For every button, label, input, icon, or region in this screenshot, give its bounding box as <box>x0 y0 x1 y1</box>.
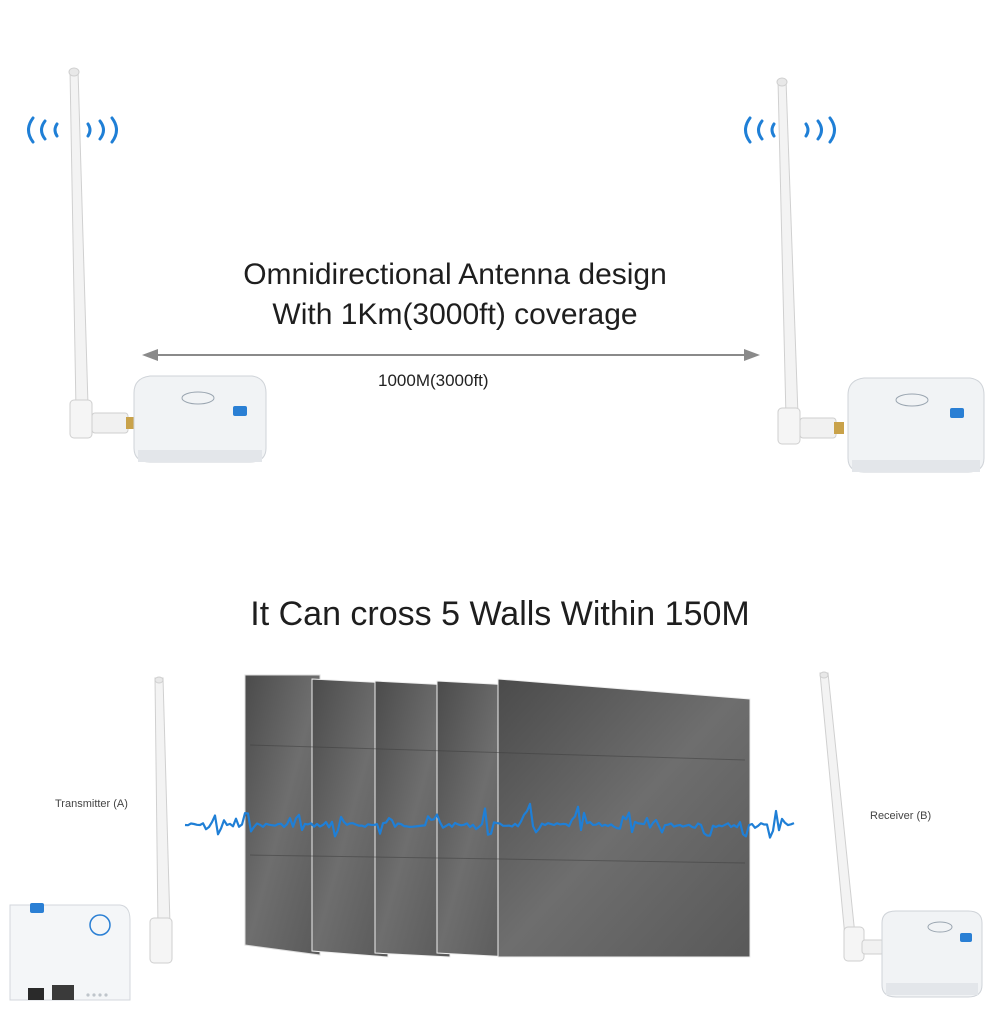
wifi-signal-icon <box>27 116 118 144</box>
signal-wave <box>184 802 795 839</box>
wifi-signal-icon <box>744 116 836 144</box>
headline-line-2: With 1Km(3000ft) coverage <box>272 298 638 331</box>
transmitter-device <box>9 676 173 1001</box>
headline-line-1: Omnidirectional Antenna design <box>243 258 667 291</box>
left-router-device <box>27 67 267 463</box>
concrete-walls <box>244 674 751 958</box>
distance-arrow <box>142 349 760 361</box>
transmitter-label: Transmitter (A) <box>55 798 128 810</box>
receiver-device <box>819 671 983 998</box>
walls-title: It Can cross 5 Walls Within 150M <box>250 595 750 633</box>
right-router-device <box>744 77 985 473</box>
distance-label: 1000M(3000ft) <box>378 371 489 390</box>
coverage-headline: Omnidirectional Antenna design With 1Km(… <box>180 255 730 335</box>
receiver-label: Receiver (B) <box>870 810 932 822</box>
